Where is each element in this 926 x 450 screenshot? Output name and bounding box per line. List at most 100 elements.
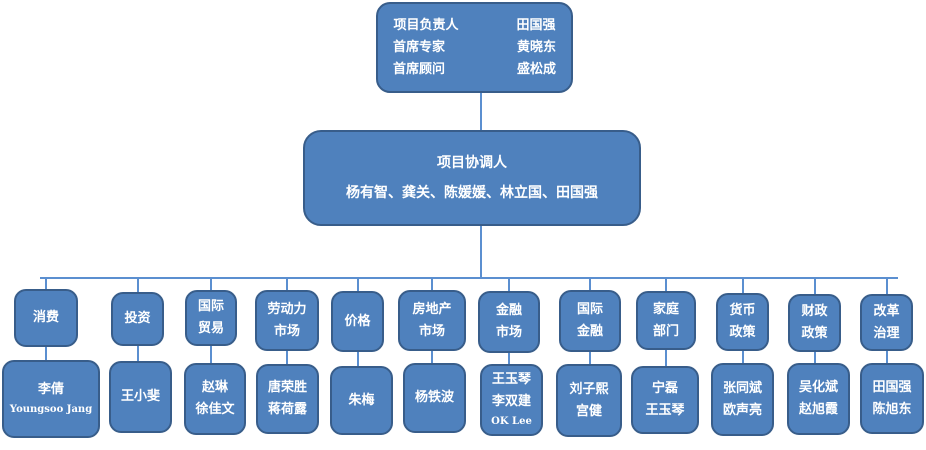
members-box: 唐荣胜蒋荷露: [256, 364, 319, 434]
members-box: 朱梅: [330, 366, 393, 435]
member-name: 徐佳文: [195, 402, 235, 417]
members-box: 李倩 Youngsoo Jang: [2, 360, 100, 438]
connector-topic-members: [137, 346, 139, 361]
topic-box: 财政政策: [788, 294, 841, 352]
topic-label: 政策: [801, 326, 828, 341]
topic-label: 贸易: [197, 321, 224, 336]
topic-label: 国际: [197, 299, 224, 314]
connector-top-mid: [480, 92, 482, 130]
topic-label: 金融: [495, 303, 522, 318]
connector-drop: [589, 278, 591, 290]
topic-box: 国际贸易: [185, 290, 237, 346]
member-name: 宁磊: [651, 381, 678, 396]
topic-label: 改革: [873, 303, 900, 319]
role-label: 首席专家: [392, 39, 445, 55]
topic-box: 家庭部门: [636, 291, 696, 350]
member-name: 赵旭霞: [798, 402, 838, 417]
leadership-row: 首席顾问盛松成: [393, 59, 556, 81]
topic-box: 国际金融: [559, 290, 621, 352]
connector-topic-members: [210, 346, 212, 363]
topic-box: 劳动力市场: [255, 290, 319, 351]
topic-label: 治理: [873, 325, 900, 341]
topic-label: 投资: [124, 311, 151, 326]
topic-label: 政策: [729, 325, 756, 340]
topic-box: 房地产市场: [398, 290, 466, 351]
topic-label: 市场: [273, 323, 300, 339]
members-box: 田国强陈旭东: [860, 363, 924, 434]
topic-box: 金融市场: [478, 291, 540, 353]
leadership-box: 项目负责人田国强 首席专家 黄晓东 首席顾问盛松成: [376, 2, 573, 93]
connector-drop: [137, 278, 139, 292]
connector-drop: [665, 278, 667, 291]
members-box: 吴化斌赵旭霞: [787, 363, 850, 435]
connector-topic-members: [45, 347, 47, 360]
connector-topic-members: [886, 351, 888, 363]
role-label: 首席顾问: [392, 61, 445, 77]
person-name: 田国强: [516, 17, 556, 33]
member-name: 王玉琴: [645, 403, 685, 418]
topic-box: 投资: [111, 292, 164, 346]
topic-box: 价格: [331, 291, 384, 352]
members-box: 张同斌欧声亮: [711, 363, 774, 436]
connector-drop: [814, 278, 816, 294]
connector-bus: [40, 277, 898, 279]
connector-topic-members: [357, 352, 359, 366]
topic-label: 国际: [576, 302, 603, 317]
connector-drop: [886, 278, 888, 294]
member-name: 陈旭东: [872, 401, 912, 417]
connector-drop: [742, 278, 744, 293]
coordinator-box: 项目协调人 杨有智、龚关、陈媛媛、林立国、田国强: [303, 130, 641, 226]
member-name: 王玉琴: [491, 372, 531, 387]
member-name: 王小斐: [120, 389, 160, 404]
topic-label: 金融: [576, 324, 603, 339]
connector-topic-members: [431, 351, 433, 363]
member-name: 唐荣胜: [267, 380, 307, 395]
connector-topic-members: [742, 351, 744, 363]
topic-label: 家庭: [652, 301, 679, 317]
member-name: 张同斌: [722, 380, 762, 396]
topic-box: 改革治理: [860, 294, 913, 351]
connector-drop: [210, 278, 212, 290]
connector-drop: [286, 278, 288, 290]
connector-topic-members: [286, 351, 288, 364]
connector-topic-members: [814, 352, 816, 363]
topic-box: 货币政策: [716, 293, 769, 351]
leadership-row: 项目负责人田国强: [393, 15, 555, 37]
topic-label: 财政: [801, 304, 828, 319]
person-name: 黄晓东: [517, 39, 557, 55]
member-name: 朱梅: [348, 392, 375, 408]
topic-label: 消费: [32, 310, 59, 325]
topic-label: 劳动力: [267, 301, 307, 317]
member-name: 李倩: [37, 382, 64, 397]
topic-label: 价格: [344, 313, 371, 329]
member-name: 李双建: [491, 394, 531, 409]
coordinator-title: 项目协调人: [437, 155, 507, 171]
connector-drop: [508, 278, 510, 291]
connector-topic-members: [665, 350, 667, 366]
members-box: 宁磊王玉琴: [631, 366, 699, 434]
member-name: 宫健: [575, 403, 602, 419]
topic-label: 货币: [729, 303, 756, 318]
member-name: 杨铁波: [414, 390, 454, 405]
connector-topic-members: [508, 353, 510, 364]
connector-mid-bus: [480, 225, 482, 278]
connector-drop: [45, 278, 47, 289]
members-box: 杨铁波: [403, 363, 466, 433]
connector-drop: [431, 278, 433, 290]
member-name: 赵琳: [201, 380, 228, 395]
members-box: 赵琳徐佳文: [184, 363, 246, 435]
member-name-latin: Youngsoo Jang: [9, 404, 93, 415]
member-name: 田国强: [872, 379, 912, 395]
topic-box: 消费: [14, 289, 78, 347]
topic-label: 市场: [418, 323, 445, 339]
connector-drop: [357, 278, 359, 291]
member-name: 刘子熙: [569, 381, 609, 397]
member-name: 蒋荷露: [267, 402, 307, 417]
members-box: 王小斐: [109, 361, 172, 433]
topic-label: 房地产: [412, 301, 452, 317]
topic-label: 部门: [652, 323, 679, 339]
leadership-row: 首席专家 黄晓东: [393, 37, 556, 59]
member-name: 欧声亮: [722, 402, 762, 418]
